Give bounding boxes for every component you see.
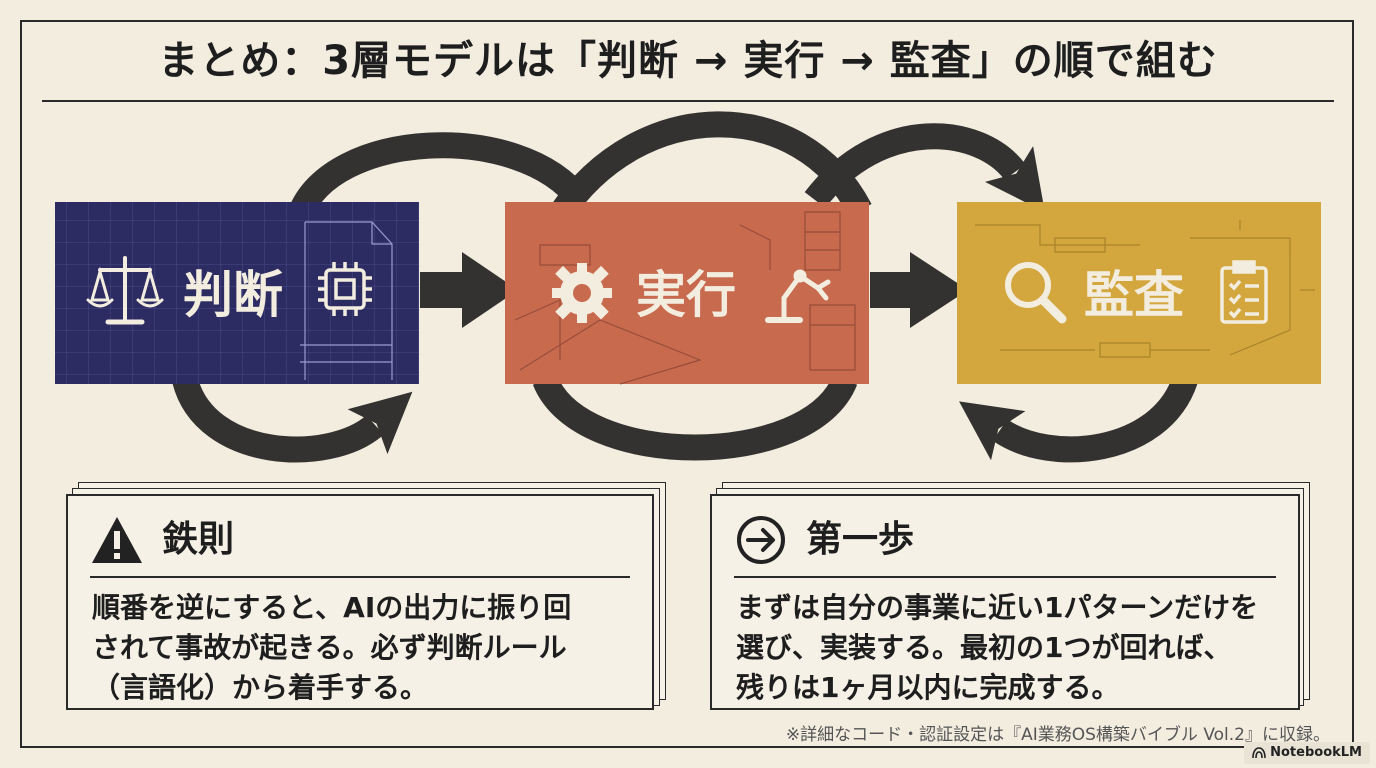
rule-card-line: 順番を逆にすると、AIの出力に振り回 [92, 591, 572, 624]
stage-judgment-label: 判断 [183, 266, 283, 324]
loop-arc-exec-bottom [532, 374, 858, 461]
magnifier-icon [1005, 262, 1067, 324]
first-step-card-line: 残りは1ヶ月以内に完成する。 [736, 671, 1120, 704]
notebooklm-logo-icon [1252, 747, 1266, 759]
footnote: ※詳細なコード・認証設定は『AI業務OS構築バイブル Vol.2』に収録。 [785, 725, 1330, 745]
slide-title: まとめ：3層モデルは「判断 → 実行 → 監査」の順で組む [158, 38, 1218, 84]
stage-audit-label: 監査 [1084, 266, 1184, 324]
rule-card: 鉄則 順番を逆にすると、AIの出力に振り回 されて事故が起きる。必ず判断ルール … [66, 494, 654, 710]
loop-arc-audit-top [804, 123, 1045, 213]
first-step-card-line: まずは自分の事業に近い1パターンだけを [736, 591, 1259, 624]
stage-execution: 実行 [505, 202, 869, 385]
arrow-head-exec-audit [910, 252, 968, 328]
rule-card-title: 鉄則 [162, 519, 235, 560]
first-step-card-body: まずは自分の事業に近い1パターンだけを 選び、実装する。最初の1つが回れば、 残… [736, 588, 1284, 708]
stage-audit-box [957, 202, 1321, 384]
rule-card-line: （言語化）から着手する。 [92, 671, 429, 704]
clipboard-icon [1220, 260, 1268, 324]
arrow-circle-icon [737, 516, 785, 564]
loop-arc-exec-top [549, 111, 872, 223]
rule-card-line: されて事故が起きる。必ず判断ルール [92, 631, 567, 664]
title-divider [42, 100, 1334, 102]
loop-arc-audit-bottom [959, 375, 1198, 463]
rule-card-body: 順番を逆にすると、AIの出力に振り回 されて事故が起きる。必ず判断ルール （言語… [92, 588, 638, 708]
first-step-card: 第一歩 まずは自分の事業に近い1パターンだけを 選び、実装する。最初の1つが回れ… [710, 494, 1300, 710]
brand-name: NotebookLM [1270, 745, 1362, 760]
first-step-card-line: 選び、実装する。最初の1つが回れば、 [736, 631, 1232, 664]
blueprint-grid [55, 202, 419, 384]
circuit-sketch [975, 220, 1315, 358]
slide-frame [20, 20, 1354, 748]
factory-sketch [514, 211, 856, 385]
loop-arc-judge-bottom [172, 375, 413, 463]
chip-icon [318, 262, 372, 316]
stage-execution-label: 実行 [636, 266, 736, 324]
blueprint-document-outline [300, 221, 393, 380]
loop-arc-judge-top [287, 132, 591, 221]
first-step-card-divider [734, 576, 1276, 578]
arrow-head-judge-exec [462, 252, 518, 328]
first-step-card-title: 第一歩 [806, 519, 915, 560]
notebooklm-watermark: NotebookLM [1244, 742, 1370, 764]
forward-arrows [420, 252, 968, 328]
scales-icon [86, 256, 164, 325]
stage-audit: 監査 [957, 202, 1321, 384]
stage-judgment: 判断 [55, 202, 419, 384]
robot-arm-icon [765, 269, 831, 323]
warning-icon [92, 517, 142, 563]
arrow-shaft-judge-exec [420, 272, 468, 308]
gear-icon [552, 263, 612, 323]
arrow-shaft-exec-audit [870, 272, 916, 308]
rule-card-header: 鉄則 [90, 512, 234, 568]
loop-arrows [172, 111, 1198, 463]
first-step-card-header: 第一歩 [734, 512, 914, 568]
rule-card-divider [90, 576, 630, 578]
